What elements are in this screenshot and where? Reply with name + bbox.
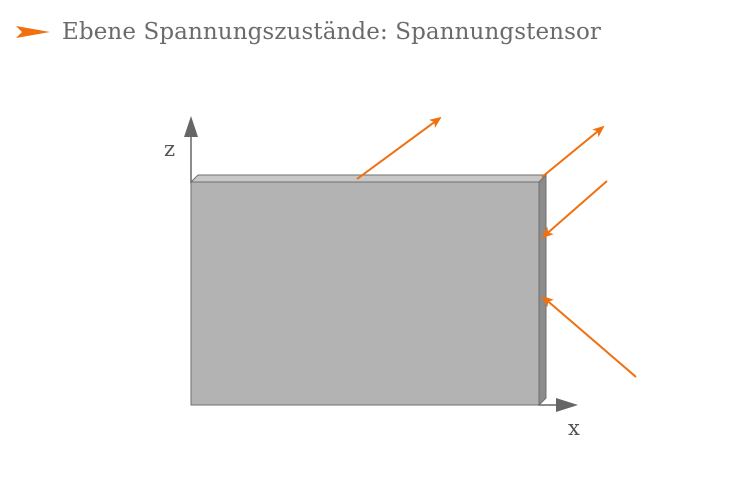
z-axis-arrowhead <box>184 116 198 137</box>
slide-title: Ebene Spannungszustände: Spannungstensor <box>62 19 602 45</box>
plate <box>189 173 548 407</box>
x-axis-arrowhead <box>556 398 578 412</box>
slide-header: Ebene Spannungszustände: Spannungstensor <box>16 12 601 52</box>
stress-arrow-top <box>356 116 442 180</box>
x-axis-label: x <box>568 416 580 440</box>
z-axis-label: z <box>164 137 175 161</box>
x-axis: x <box>539 398 580 440</box>
orange-arrowhead-icon <box>16 26 50 38</box>
stress-arrow-edge-inward-upper <box>541 180 608 239</box>
z-axis: z <box>164 116 198 183</box>
stress-arrow-edge-outward <box>541 125 605 178</box>
plate-front-face <box>190 181 540 406</box>
stress-arrow-edge-inward-lower <box>541 295 637 378</box>
plate-top-face <box>189 174 548 183</box>
stress-arrows <box>356 116 637 378</box>
plate-side-face <box>538 173 547 407</box>
